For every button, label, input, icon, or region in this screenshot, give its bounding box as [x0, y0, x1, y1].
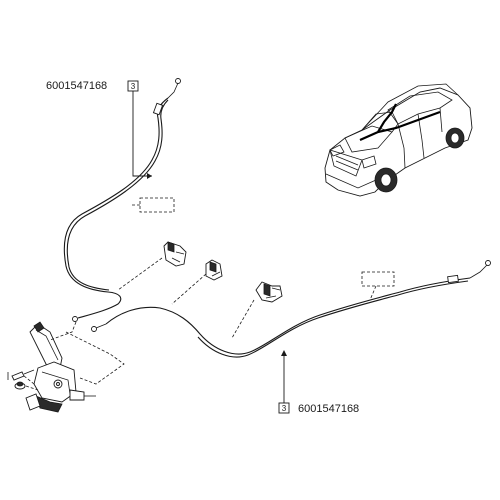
- part-number-label: 6001547168: [298, 403, 359, 415]
- washer: [14, 381, 26, 390]
- placeholder-boxes: [132, 197, 395, 301]
- callout-top: 6001547168 3: [46, 80, 152, 179]
- clip-2: [205, 259, 223, 281]
- ref-box-number: 3: [131, 82, 136, 91]
- cable-clips: [163, 241, 283, 303]
- part-number-label: 6001547168: [46, 80, 107, 92]
- handbrake-lever-assembly: [7, 321, 125, 413]
- clip-3: [255, 281, 283, 303]
- bolt: [7, 369, 35, 381]
- ref-box-number: 3: [282, 404, 287, 413]
- right-rear-cable: [91, 260, 491, 358]
- car-illustration: [324, 83, 473, 197]
- callout-bottom: 3 6001547168: [278, 350, 359, 415]
- assembly-leaders: [117, 257, 255, 339]
- left-rear-cable: [63, 78, 181, 322]
- clip-1: [163, 241, 187, 267]
